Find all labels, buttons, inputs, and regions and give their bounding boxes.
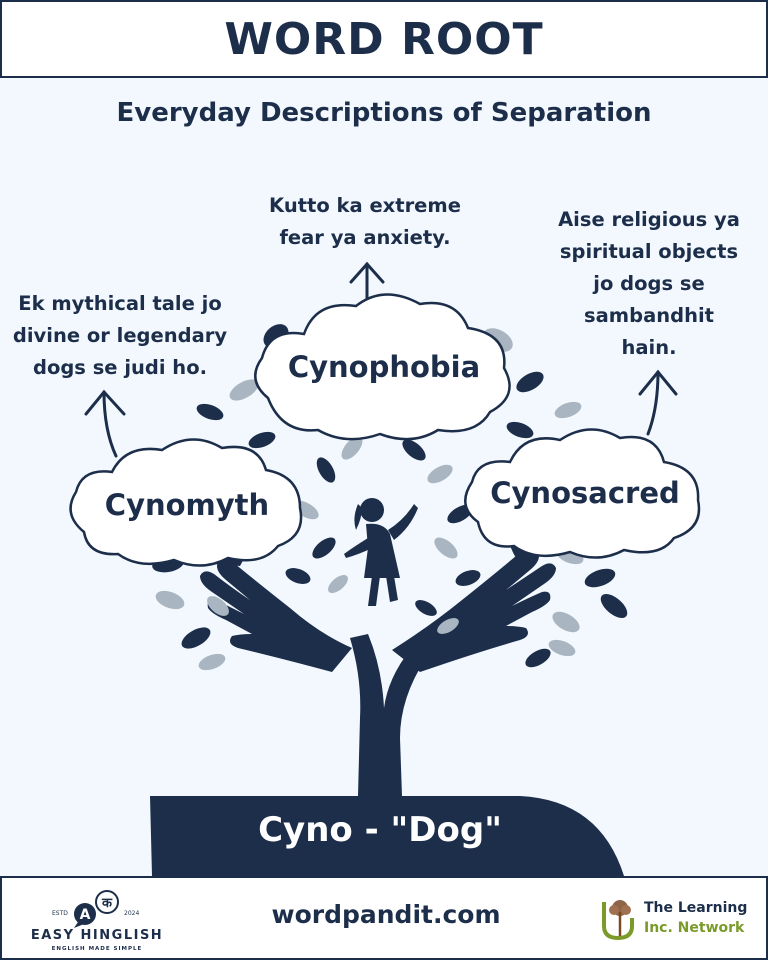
learning-network-logo: The Learning Inc. Network — [600, 896, 760, 946]
ground — [150, 796, 624, 876]
tree-logo-icon — [602, 900, 634, 941]
left-hand — [200, 560, 352, 672]
subtitle: Everyday Descriptions of Separation — [116, 98, 652, 128]
leaves — [152, 324, 628, 671]
speech-bubble-icon: A क — [74, 890, 119, 928]
estd-label: ESTD — [52, 910, 68, 917]
svg-text:क: क — [101, 896, 113, 911]
tree-illustration — [69, 261, 701, 876]
arrow-left — [84, 389, 126, 458]
cloud-top — [254, 293, 511, 441]
arrow-right — [638, 369, 678, 436]
page-title: WORD ROOT — [224, 13, 544, 65]
tree-trunk — [350, 634, 426, 796]
description-right: Aise religious ya spiritual objects jo d… — [558, 208, 740, 359]
learning-network-line1: The Learning — [644, 900, 748, 916]
cloud-right — [464, 428, 701, 559]
svg-text:A: A — [80, 907, 91, 923]
cloud-left — [69, 438, 303, 567]
right-hand — [392, 549, 556, 672]
learning-network-line2: Inc. Network — [644, 920, 745, 936]
easy-hinglish-logo: A क ESTD 2024 EASY HINGLISH ENGLISH MADE… — [22, 884, 172, 956]
word-cynophobia: Cynophobia — [287, 350, 481, 384]
girl-silhouette — [344, 498, 418, 606]
description-top: Kutto ka extreme fear ya anxiety. — [269, 194, 461, 249]
easy-hinglish-name: EASY HINGLISH — [30, 928, 164, 943]
diagram-area: Everyday Descriptions of Separation — [0, 78, 768, 876]
root-label: Cyno - "Dog" — [258, 810, 502, 850]
easy-hinglish-tagline: ENGLISH MADE SIMPLE — [51, 946, 143, 952]
description-left: Ek mythical tale jo divine or legendary … — [12, 292, 228, 379]
word-cynomyth: Cynomyth — [104, 488, 270, 522]
site-link[interactable]: wordpandit.com — [271, 900, 501, 929]
header-banner: WORD ROOT — [0, 0, 768, 78]
footer: A क ESTD 2024 EASY HINGLISH ENGLISH MADE… — [0, 876, 768, 960]
word-cynosacred: Cynosacred — [490, 476, 680, 510]
year-label: 2024 — [124, 910, 140, 917]
